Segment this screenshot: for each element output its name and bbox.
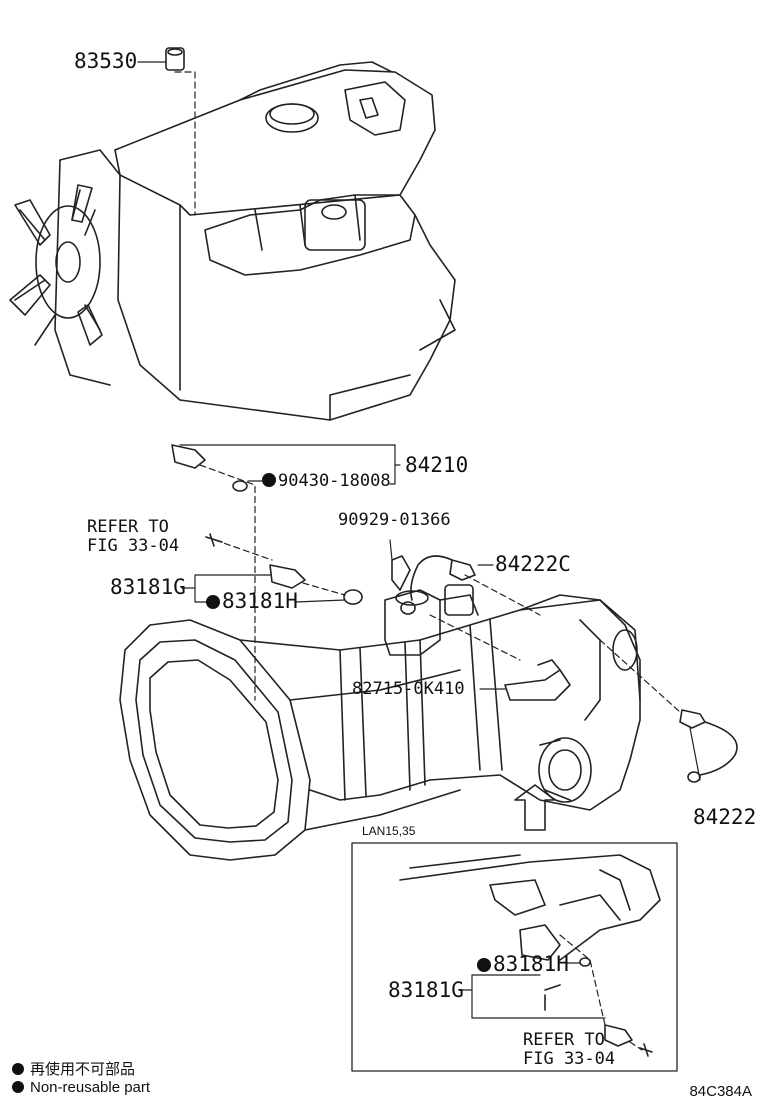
- inset-caption: LAN15,35: [362, 824, 416, 838]
- part-label-83181h: 83181H: [206, 591, 298, 612]
- part-label-84222: 84222: [693, 805, 757, 829]
- engine-illustration: [9, 61, 456, 421]
- inset-assembly-lines: [559, 934, 643, 1051]
- non-reusable-dot-icon: [12, 1081, 24, 1093]
- assembly-lines: [174, 71, 681, 713]
- leader-lines: [137, 61, 701, 781]
- inset-part-label-83181g: 83181G: [388, 978, 464, 1002]
- non-reusable-dot-icon: [262, 473, 276, 487]
- inset-part-label-83181h: 83181H: [477, 954, 569, 975]
- figure-code: 84C384A: [689, 1083, 752, 1100]
- part-label-90430: 90430-18008: [262, 472, 391, 491]
- inset-illustration: [351, 842, 678, 1072]
- inset-leader-lines: [461, 962, 606, 1019]
- legend-jp: 再使用不可部品: [12, 1058, 135, 1079]
- part-label-82715: 82715-0K410: [352, 679, 465, 699]
- non-reusable-dot-icon: [12, 1063, 24, 1075]
- non-reusable-dot-icon: [477, 958, 491, 972]
- legend-en: Non-reusable part: [12, 1079, 150, 1096]
- transmission-illustration: [119, 584, 641, 861]
- part-label-90929: 90929-01366: [338, 510, 451, 530]
- up-arrow: [514, 784, 556, 831]
- non-reusable-dot-icon: [206, 595, 220, 609]
- part-label-84210: 84210: [405, 453, 469, 477]
- part-label-83181g: 83181G: [110, 575, 186, 599]
- part-label-84222c: 84222C: [495, 552, 571, 576]
- part-label-83530: 83530: [74, 49, 138, 73]
